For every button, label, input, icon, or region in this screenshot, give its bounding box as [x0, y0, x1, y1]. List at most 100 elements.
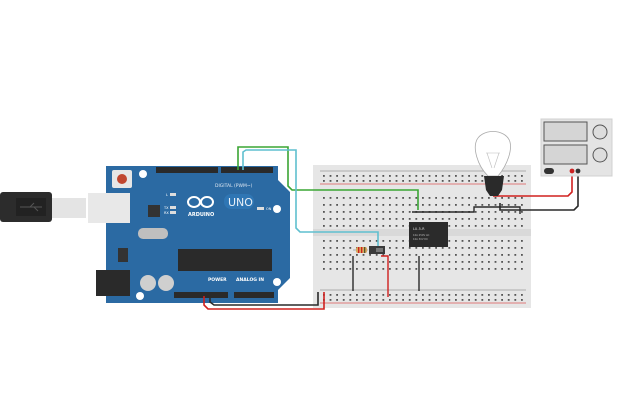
breadboard-hole[interactable]: [455, 204, 457, 206]
breadboard-hole[interactable]: [455, 180, 457, 182]
breadboard-hole[interactable]: [501, 197, 503, 199]
breadboard-hole[interactable]: [329, 204, 332, 206]
usb-cable[interactable]: [0, 192, 86, 222]
breadboard-hole[interactable]: [507, 247, 510, 249]
breadboard-hole[interactable]: [494, 261, 497, 263]
breadboard-hole[interactable]: [336, 240, 338, 242]
breadboard-hole[interactable]: [389, 225, 391, 227]
breadboard-hole[interactable]: [336, 218, 338, 220]
breadboard-hole[interactable]: [336, 211, 338, 213]
breadboard-hole[interactable]: [507, 180, 510, 182]
breadboard-hole[interactable]: [461, 225, 464, 227]
breadboard-hole[interactable]: [514, 225, 517, 227]
breadboard-hole[interactable]: [422, 268, 424, 270]
breadboard-hole[interactable]: [428, 204, 431, 206]
breadboard-hole[interactable]: [494, 240, 497, 242]
breadboard-hole[interactable]: [402, 211, 404, 213]
breadboard-hole[interactable]: [329, 299, 332, 301]
breadboard-hole[interactable]: [362, 211, 365, 213]
breadboard-hole[interactable]: [488, 240, 490, 242]
breadboard-hole[interactable]: [428, 261, 431, 263]
breadboard-hole[interactable]: [468, 247, 470, 249]
breadboard-hole[interactable]: [382, 218, 385, 220]
relay-module[interactable]: LU-5-R 10A 250V AC 10A 30V DC: [409, 222, 448, 247]
breadboard-hole[interactable]: [468, 197, 470, 199]
breadboard-hole[interactable]: [415, 254, 418, 256]
breadboard-hole[interactable]: [441, 197, 444, 199]
breadboard-hole[interactable]: [455, 175, 457, 177]
breadboard-hole[interactable]: [402, 268, 404, 270]
slide-switch[interactable]: [369, 246, 385, 254]
breadboard-hole[interactable]: [422, 294, 424, 296]
reset-button-cap[interactable]: [117, 174, 127, 184]
breadboard-hole[interactable]: [415, 180, 418, 182]
breadboard-hole[interactable]: [521, 240, 523, 242]
breadboard-hole[interactable]: [342, 180, 345, 182]
breadboard-hole[interactable]: [435, 247, 437, 249]
breadboard-hole[interactable]: [468, 225, 470, 227]
breadboard-hole[interactable]: [329, 240, 332, 242]
breadboard-hole[interactable]: [441, 299, 444, 301]
breadboard-hole[interactable]: [389, 204, 391, 206]
breadboard-hole[interactable]: [336, 180, 338, 182]
breadboard-hole[interactable]: [488, 268, 490, 270]
breadboard-hole[interactable]: [448, 204, 451, 206]
breadboard-hole[interactable]: [455, 240, 457, 242]
breadboard-hole[interactable]: [474, 218, 477, 220]
breadboard-hole[interactable]: [521, 299, 523, 301]
breadboard-hole[interactable]: [342, 211, 345, 213]
breadboard-hole[interactable]: [389, 211, 391, 213]
breadboard-hole[interactable]: [395, 261, 398, 263]
breadboard-hole[interactable]: [349, 254, 352, 256]
breadboard-hole[interactable]: [362, 225, 365, 227]
breadboard-hole[interactable]: [408, 294, 411, 296]
breadboard-hole[interactable]: [323, 225, 325, 227]
breadboard-hole[interactable]: [336, 204, 338, 206]
breadboard-hole[interactable]: [395, 197, 398, 199]
breadboard-hole[interactable]: [342, 299, 345, 301]
breadboard-hole[interactable]: [356, 261, 358, 263]
breadboard-hole[interactable]: [408, 204, 411, 206]
breadboard-hole[interactable]: [329, 197, 332, 199]
breadboard-hole[interactable]: [389, 299, 391, 301]
breadboard-hole[interactable]: [481, 261, 484, 263]
breadboard-hole[interactable]: [448, 197, 451, 199]
breadboard-hole[interactable]: [501, 261, 503, 263]
breadboard-hole[interactable]: [389, 197, 391, 199]
breadboard-hole[interactable]: [455, 254, 457, 256]
breadboard-hole[interactable]: [362, 299, 365, 301]
breadboard-hole[interactable]: [389, 240, 391, 242]
breadboard-hole[interactable]: [521, 225, 523, 227]
breadboard-hole[interactable]: [375, 175, 378, 177]
breadboard-hole[interactable]: [342, 225, 345, 227]
breadboard-hole[interactable]: [369, 197, 371, 199]
resistor[interactable]: [353, 247, 368, 253]
wire-cyan[interactable]: [242, 149, 379, 246]
breadboard-hole[interactable]: [422, 180, 424, 182]
breadboard-hole[interactable]: [435, 197, 437, 199]
breadboard-hole[interactable]: [514, 211, 517, 213]
breadboard-hole[interactable]: [349, 268, 352, 270]
breadboard-hole[interactable]: [435, 268, 437, 270]
breadboard-hole[interactable]: [461, 254, 464, 256]
breadboard-hole[interactable]: [474, 261, 477, 263]
breadboard-hole[interactable]: [501, 299, 503, 301]
wire-red-short[interactable]: [381, 255, 389, 297]
breadboard-holes[interactable]: [323, 175, 523, 301]
breadboard-hole[interactable]: [342, 294, 345, 296]
breadboard-hole[interactable]: [369, 175, 371, 177]
breadboard-hole[interactable]: [428, 299, 431, 301]
breadboard-hole[interactable]: [455, 247, 457, 249]
breadboard-hole[interactable]: [481, 247, 484, 249]
breadboard-hole[interactable]: [461, 240, 464, 242]
breadboard-hole[interactable]: [415, 197, 418, 199]
breadboard-hole[interactable]: [382, 175, 385, 177]
breadboard-hole[interactable]: [369, 225, 371, 227]
breadboard-hole[interactable]: [356, 180, 358, 182]
breadboard-hole[interactable]: [395, 218, 398, 220]
breadboard-hole[interactable]: [461, 218, 464, 220]
breadboard-hole[interactable]: [369, 240, 371, 242]
breadboard-hole[interactable]: [323, 175, 325, 177]
breadboard-hole[interactable]: [507, 197, 510, 199]
breadboard-hole[interactable]: [455, 225, 457, 227]
